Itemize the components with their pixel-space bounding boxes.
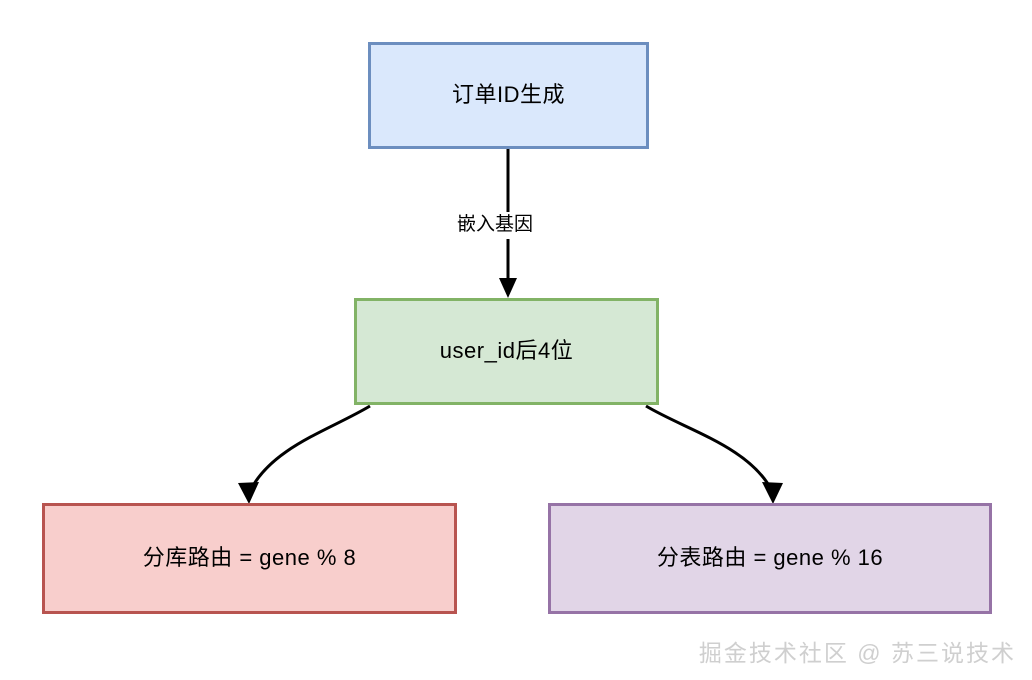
edge-gene-to-table-arrowhead: [762, 482, 783, 504]
edge-gene-to-db: [238, 404, 371, 504]
node-table-route[interactable]: 分表路由 = gene % 16: [548, 503, 992, 614]
watermark: 掘金技术社区 @ 苏三说技术: [698, 640, 1016, 666]
node-user-gene-label: user_id后4位: [439, 338, 574, 364]
node-order-id-label: 订单ID生成: [451, 82, 565, 108]
node-db-route-label: 分库路由 = gene % 8: [142, 545, 357, 571]
node-user-gene[interactable]: user_id后4位: [354, 298, 659, 405]
edge-label-embed-gene: 嵌入基因: [452, 212, 539, 239]
edge-gene-to-db-line: [248, 404, 371, 492]
edge-gene-to-table: [645, 404, 783, 504]
edge-order-to-gene-arrowhead: [499, 278, 517, 298]
node-table-route-label: 分表路由 = gene % 16: [656, 545, 884, 571]
node-order-id[interactable]: 订单ID生成: [368, 42, 649, 149]
edge-gene-to-table-line: [645, 404, 774, 492]
node-db-route[interactable]: 分库路由 = gene % 8: [42, 503, 457, 614]
edge-gene-to-db-arrowhead: [238, 482, 259, 504]
